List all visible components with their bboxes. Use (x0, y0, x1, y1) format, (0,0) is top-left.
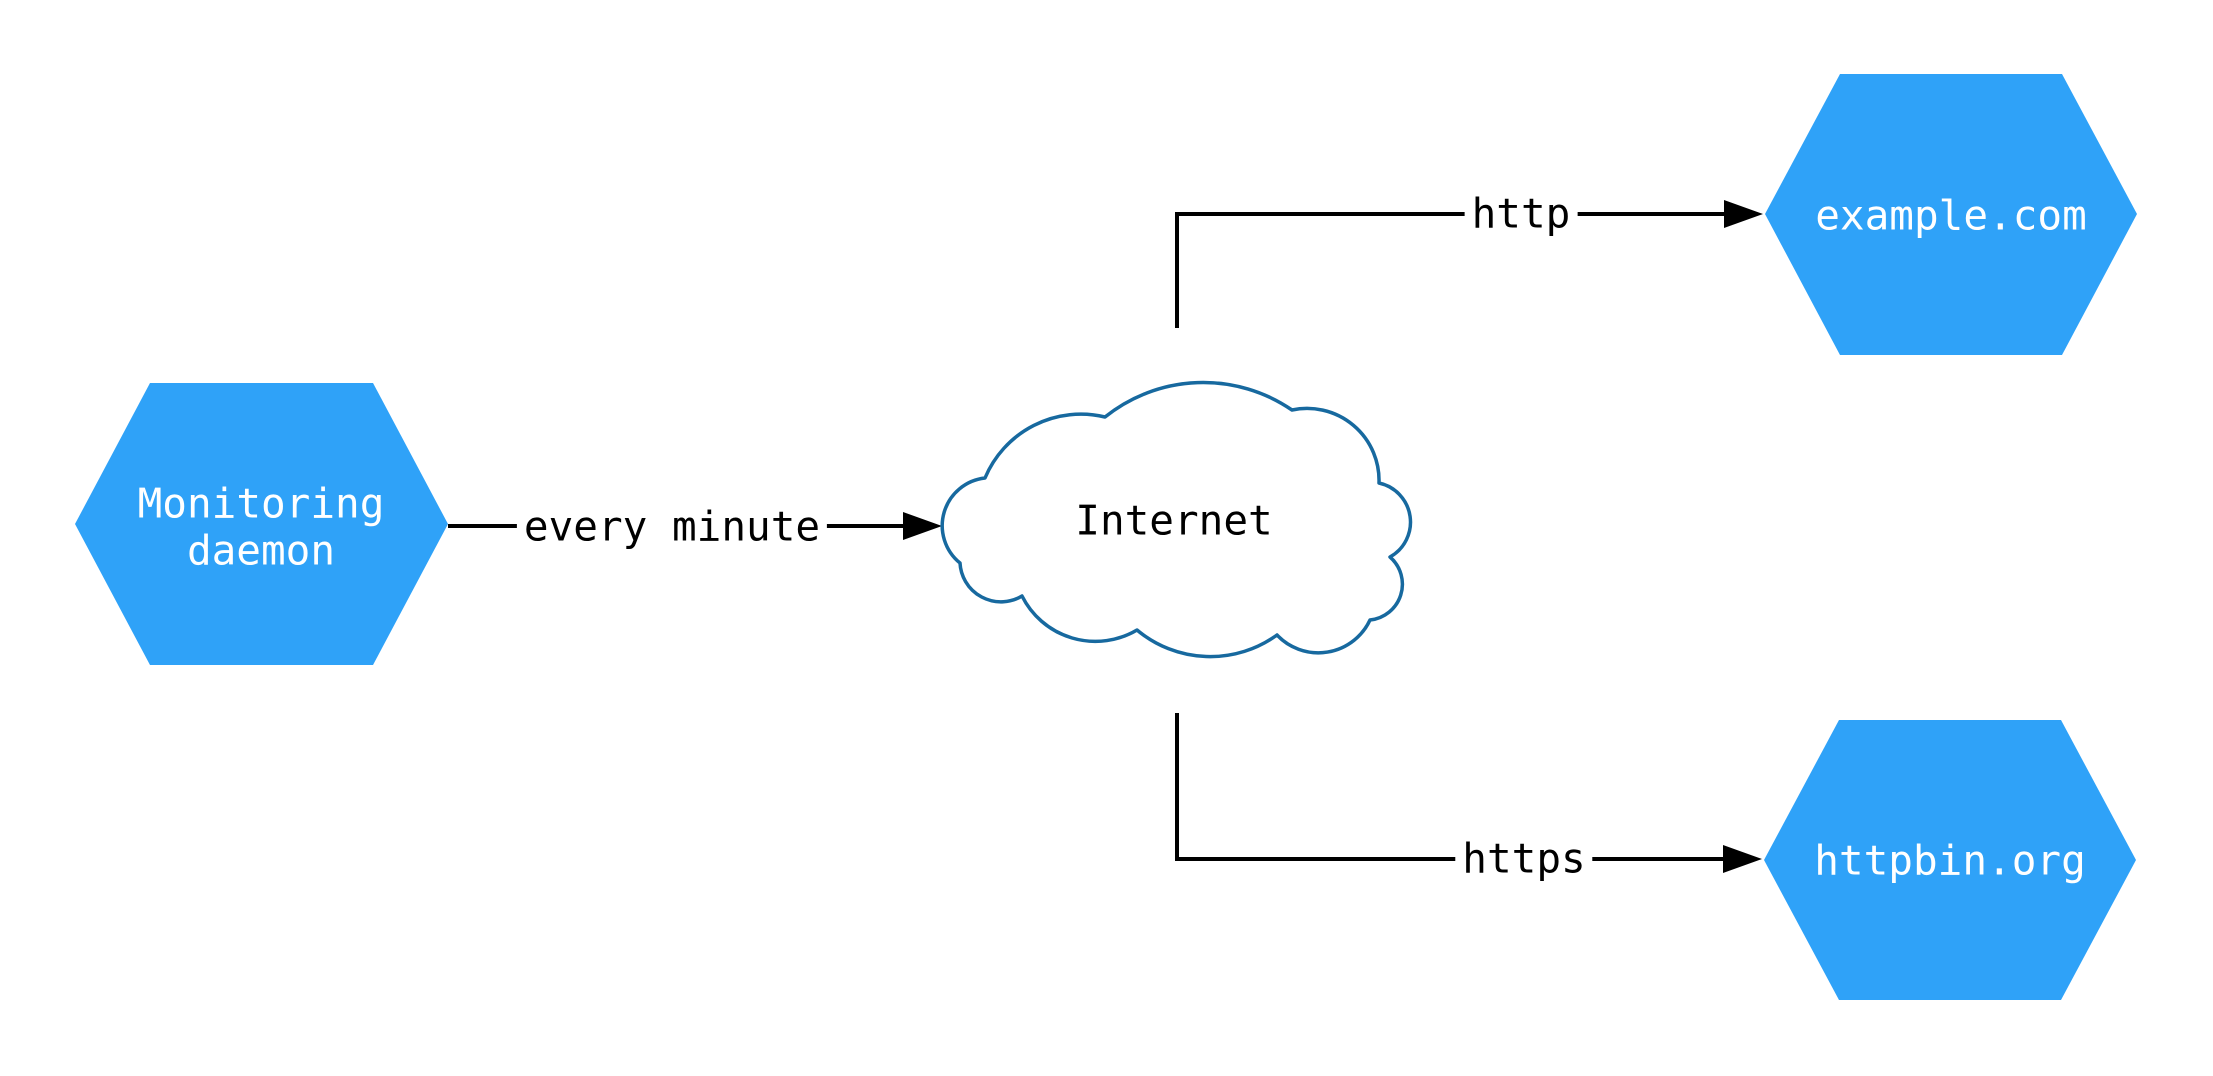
https-edge (1175, 713, 1726, 861)
example-com-hexagon (1765, 74, 2137, 355)
http-label: http (1464, 190, 1578, 238)
internet-label: Internet (1075, 496, 1273, 545)
internet-cloud (940, 380, 1413, 659)
every-minute-arrowhead (903, 512, 942, 540)
every-minute-label: every minute (516, 503, 828, 551)
http-arrowhead (1724, 200, 1763, 228)
httpbin-org-label: httpbin.org (1814, 836, 2086, 885)
monitoring-daemon-hexagon (75, 383, 448, 665)
example-com-label: example.com (1815, 191, 2087, 240)
monitoring-daemon-label: Monitoring daemon (137, 479, 385, 574)
httpbin-org-hexagon (1764, 720, 2136, 1000)
https-arrowhead (1723, 845, 1762, 873)
https-label: https (1455, 835, 1593, 883)
http-edge (1175, 212, 1727, 328)
